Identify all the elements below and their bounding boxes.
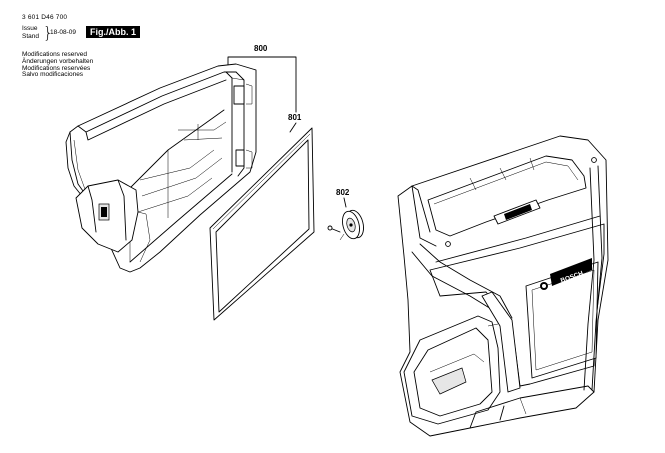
modification-de: Änderungen vorbehalten [22,57,94,65]
issue-stand-labels: Issue Stand [22,25,39,40]
issue-date: 18-08-09 [50,29,77,36]
clip-top [233,85,245,105]
radio-main-body: BOSCH [397,135,609,437]
brace-icon: } [43,23,54,42]
screw-left [445,241,451,247]
part-number: 3 601 D46 700 [22,14,68,21]
modifications-notice: Modifications reserved Änderungen vorbeh… [22,51,94,79]
screw-right [591,157,597,163]
leader-802 [343,197,347,208]
issue-label: Issue [22,25,38,32]
modification-fr: Modifications reservées [22,64,91,72]
rear-housing-part-800 [65,63,257,273]
figure-label: Fig./Abb. 1 [86,26,140,38]
callout-802: 802 [336,188,350,197]
clip-bottom [235,149,245,167]
callout-801: 801 [288,113,302,122]
seal-frame-part-801 [209,127,315,321]
stand-label: Stand [22,32,39,40]
knob-cap-part-802 [327,209,364,241]
modification-es: Salvo modificaciones [22,71,84,79]
leader-801 [289,122,297,133]
leader-800 [227,56,297,113]
header-block: 3 601 D46 700 Issue Stand } 18-08-09 Fig… [22,14,222,84]
modification-en: Modifications reserved [22,51,88,58]
callout-800: 800 [254,44,268,53]
